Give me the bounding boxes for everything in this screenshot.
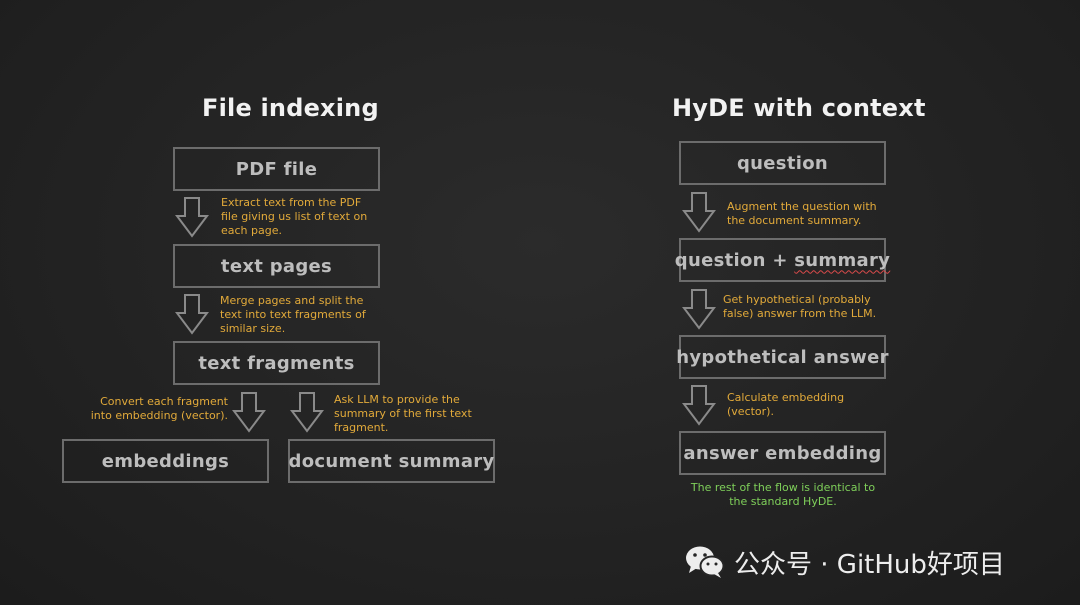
document-summary-box: document summary — [288, 439, 495, 483]
right-title: HyDE with context — [672, 94, 926, 122]
rest-note: The rest of the flow is identical to the… — [690, 481, 876, 508]
ask-note: Ask LLM to provide the summary of the fi… — [334, 393, 472, 434]
merge-note: Merge pages and split the text into text… — [220, 294, 366, 335]
question-box: question — [679, 141, 886, 185]
watermark-text: 公众号 · GitHub好项目 — [734, 549, 1005, 580]
pdf-file-box: PDF file — [173, 147, 380, 191]
convert-note: Convert each fragment into embedding (ve… — [90, 395, 228, 422]
extract-note: Extract text from the PDF file giving us… — [221, 196, 368, 237]
answer-embedding-box: answer embedding — [679, 431, 886, 475]
left-title: File indexing — [202, 94, 379, 122]
hypothetical-answer-box: hypothetical answer — [676, 335, 888, 379]
text-pages-box: text pages — [173, 244, 380, 288]
wechat-icon — [686, 546, 725, 578]
down-arrow-icon — [175, 197, 209, 238]
down-arrow-icon — [682, 385, 716, 426]
calculate-note: Calculate embedding (vector). — [727, 391, 845, 418]
watermark: 公众号 · GitHub好项目 — [684, 540, 1005, 584]
hypothetical-note: Get hypothetical (probably false) answer… — [723, 293, 877, 320]
question-summary-prefix: question + — [674, 249, 795, 271]
question-summary-box: question + summary — [675, 238, 890, 282]
augment-note: Augment the question with the document s… — [727, 200, 877, 227]
down-arrow-icon — [232, 392, 266, 433]
text-fragments-box: text fragments — [173, 341, 380, 385]
down-arrow-icon — [682, 192, 716, 233]
question-summary-word: summary — [794, 249, 891, 271]
down-arrow-icon — [175, 294, 209, 335]
down-arrow-icon — [682, 289, 716, 330]
down-arrow-icon — [290, 392, 324, 433]
embeddings-box: embeddings — [62, 439, 269, 483]
